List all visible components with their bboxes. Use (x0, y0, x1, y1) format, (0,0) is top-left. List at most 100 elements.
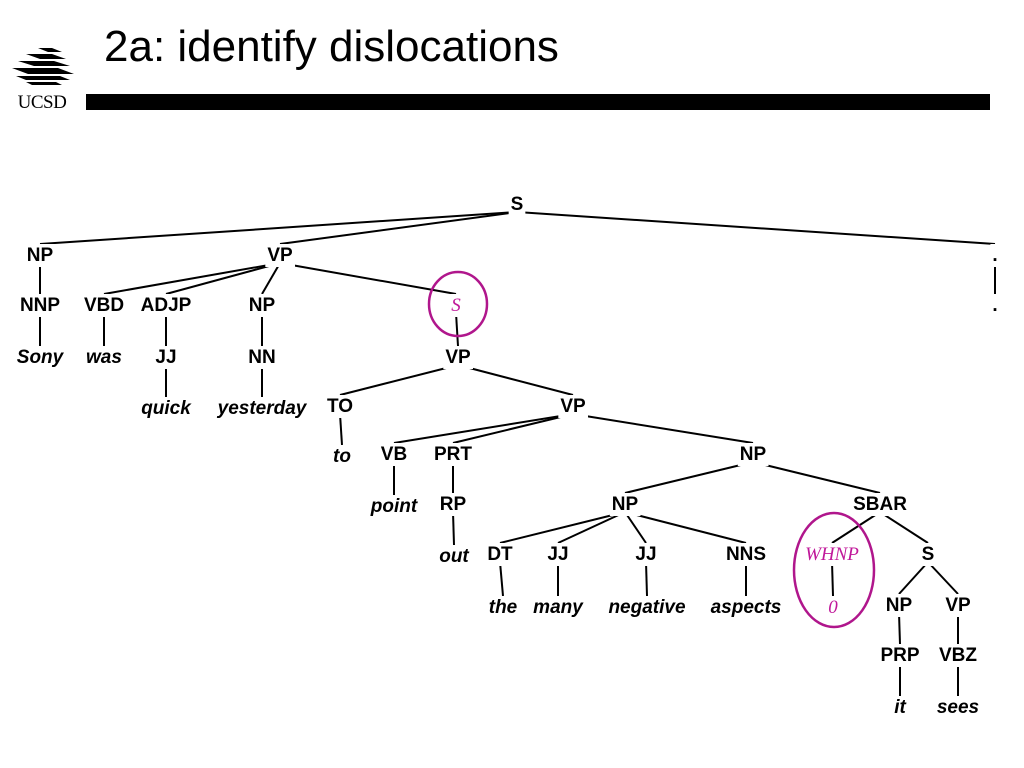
tree-edge (339, 364, 459, 396)
tree-edge (831, 511, 881, 544)
tree-edge (624, 461, 754, 494)
label-backing (432, 443, 475, 466)
label-backing (606, 596, 688, 619)
tree-edge (457, 364, 574, 396)
tree-word-aspects: aspects (711, 597, 782, 618)
tree-edge (452, 511, 455, 546)
ucsd-logo-icon (12, 48, 74, 85)
tree-node-vbd: VBD (84, 295, 124, 316)
label-backing (545, 543, 571, 566)
tree-node-vp2: VP (445, 347, 471, 368)
tree-node-rp: RP (440, 494, 467, 515)
tree-edge (279, 262, 457, 295)
label-backing (443, 346, 473, 369)
tree-edge (572, 413, 754, 444)
label-backing (139, 397, 195, 420)
tree-edge (516, 211, 996, 245)
slide-title: 2a: identify dislocations (104, 22, 559, 71)
label-backing (708, 596, 784, 619)
tree-edge (927, 561, 959, 595)
label-backing (84, 346, 124, 369)
tree-node-to: TO (327, 396, 353, 417)
tree-node-whnp: WHNP (805, 544, 859, 565)
tree-node-vp3: VP (560, 396, 586, 417)
tree-node-adjp: ADJP (141, 295, 192, 316)
tree-node-punct: . (992, 245, 997, 266)
tree-edge (898, 612, 901, 645)
label-backing (883, 594, 915, 617)
label-backing (919, 543, 937, 566)
tree-node-jj2: JJ (547, 544, 568, 565)
label-backing (826, 596, 841, 619)
label-backing (878, 644, 922, 667)
label-backing (803, 543, 862, 566)
tree-node-nnp: NNP (20, 295, 60, 316)
label-backing (246, 294, 278, 317)
tree-edge (103, 262, 281, 295)
tree-edge (452, 413, 574, 444)
tree-node-vp4: VP (945, 595, 971, 616)
tree-edge (499, 511, 626, 544)
label-backing (449, 294, 464, 317)
label-backing (437, 493, 469, 516)
tree-edge (831, 561, 834, 597)
label-backing (531, 596, 587, 619)
label-backing (934, 696, 982, 719)
label-backing (378, 443, 410, 466)
tree-node-jj3: JJ (635, 544, 656, 565)
label-backing (486, 596, 520, 619)
tree-edge (645, 561, 648, 597)
label-backing (324, 395, 356, 418)
tree-word-many: many (533, 597, 584, 618)
label-backing (246, 346, 278, 369)
label-backing (633, 543, 659, 566)
tree-edge (879, 511, 929, 544)
tree-node-s3: S (922, 544, 935, 565)
tree-word-sees: sees (937, 697, 979, 718)
tree-node-s2: S (451, 295, 461, 316)
label-backing (17, 294, 63, 317)
tree-edge (624, 511, 647, 544)
label-backing (990, 244, 1000, 267)
tree-node-prt: PRT (434, 444, 472, 465)
label-backing (214, 397, 310, 420)
tree-node-nns: NNS (726, 544, 766, 565)
tree-node-sbar: SBAR (853, 494, 907, 515)
tree-edge (165, 262, 281, 295)
tree-edge (624, 511, 747, 544)
tree-edge (393, 413, 574, 444)
tree-word-the: the (489, 597, 518, 618)
tree-node-s_root: S (511, 194, 524, 215)
tree-node-np4: NP (612, 494, 639, 515)
tree-word-out: out (439, 546, 469, 567)
tree-word-sony: Sony (17, 347, 65, 368)
tree-node-np3: NP (740, 444, 767, 465)
label-backing (265, 244, 295, 267)
label-backing (723, 543, 769, 566)
label-backing (892, 696, 909, 719)
label-backing (153, 346, 179, 369)
tree-word-it: it (894, 697, 906, 718)
tree-word-point: point (370, 496, 418, 517)
label-backing (138, 294, 194, 317)
tree-node-punct2: . (992, 295, 997, 316)
tree-node-jj1: JJ (155, 347, 176, 368)
tree-word-quick: quick (141, 398, 192, 419)
label-backing (508, 193, 526, 216)
tree-node-zero: 0 (828, 597, 838, 618)
highlight-circle-s2 (427, 270, 489, 338)
title-divider (86, 94, 990, 110)
tree-edge (279, 211, 518, 245)
tree-edge (261, 262, 281, 295)
label-backing (437, 545, 472, 568)
tree-node-nn: NN (248, 347, 275, 368)
label-backing (24, 244, 56, 267)
label-backing (937, 644, 980, 667)
tree-word-was: was (86, 347, 122, 368)
tree-node-vb: VB (381, 444, 407, 465)
label-backing (14, 346, 67, 369)
label-backing (943, 594, 973, 617)
tree-edge (499, 561, 504, 597)
label-backing (737, 443, 769, 466)
